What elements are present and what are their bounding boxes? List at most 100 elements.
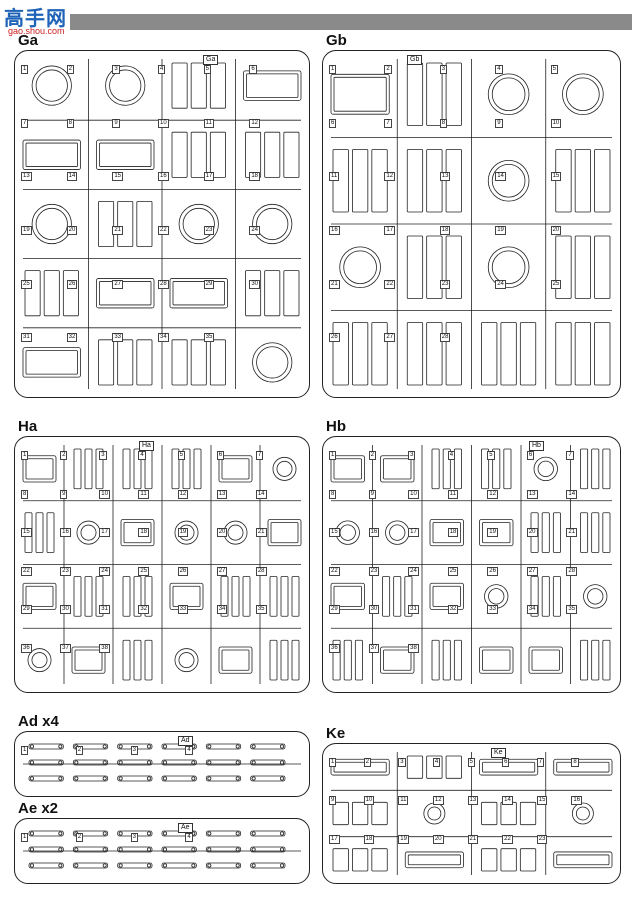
part-detail [256, 346, 289, 379]
track-link [72, 862, 109, 869]
part-number: 11 [447, 489, 458, 499]
part-number: 17 [329, 834, 340, 844]
sprue-drawing [22, 59, 302, 389]
part-outline [231, 576, 240, 617]
part-outline [31, 203, 72, 245]
part-detail [333, 585, 362, 607]
part-number: 9 [112, 118, 120, 128]
part-detail [31, 652, 48, 669]
track-link [117, 862, 153, 869]
part-number: 11 [138, 489, 149, 499]
track-pin [207, 863, 212, 868]
part-detail [99, 142, 152, 167]
track-pin [235, 744, 240, 749]
part-number: 20 [550, 226, 562, 235]
part-number: 26 [66, 279, 78, 289]
part-outline [555, 322, 572, 386]
part-detail [25, 142, 78, 167]
part-detail [587, 588, 604, 605]
part-number: 3 [130, 833, 138, 842]
part-number: 14 [495, 172, 506, 182]
track-pin [58, 847, 63, 852]
part-outline [380, 646, 415, 674]
part-detail [270, 522, 299, 544]
part-detail [221, 649, 250, 671]
part-number: 6 [216, 451, 225, 460]
part-number: 27 [526, 566, 538, 576]
part-number: 20 [66, 226, 78, 235]
part-number: 34 [216, 605, 228, 614]
track-link [72, 759, 109, 766]
part-detail [99, 281, 152, 306]
part-detail [537, 460, 554, 477]
part-number: 14 [255, 489, 267, 499]
part-number: 6 [502, 758, 510, 767]
part-number: 3 [112, 65, 120, 74]
part-number: 2 [66, 65, 74, 74]
part-outline [46, 512, 55, 553]
part-detail [333, 761, 387, 773]
part-number: 4 [158, 65, 166, 74]
part-number: 2 [75, 833, 84, 842]
part-outline [371, 848, 388, 872]
sprue-drawing [330, 59, 612, 389]
part-outline [602, 512, 611, 553]
track-pin [162, 760, 167, 765]
part-detail [432, 585, 461, 607]
part-outline [406, 235, 424, 299]
track-pin [118, 831, 123, 836]
part-number: 4 [495, 65, 503, 74]
part-number: 8 [66, 118, 74, 128]
sprue-drawing [22, 445, 302, 684]
sprue-tag-ga: Ga [203, 55, 219, 65]
part-outline [220, 576, 229, 617]
part-outline [591, 639, 600, 681]
part-outline [27, 648, 52, 673]
part-number: 35 [566, 605, 578, 614]
part-number: 22 [329, 566, 340, 576]
part-number: 37 [368, 643, 380, 653]
track-pin [251, 831, 256, 836]
part-number: 28 [158, 279, 169, 289]
part-number: 1 [21, 746, 29, 755]
part-outline [442, 639, 451, 681]
part-number: 9 [329, 796, 337, 806]
part-number: 22 [502, 834, 513, 844]
part-number: 4 [185, 833, 193, 842]
track-pin [251, 760, 256, 765]
part-number: 33 [487, 605, 498, 614]
part-outline [555, 235, 572, 299]
part-outline [442, 448, 451, 490]
part-number: 3 [408, 451, 416, 460]
part-outline [62, 270, 79, 317]
sprue-tag-ae: Ae [178, 823, 193, 833]
part-number: 6 [526, 451, 535, 460]
part-outline [283, 270, 300, 317]
part-outline [404, 851, 464, 869]
part-outline [406, 322, 424, 386]
part-outline [406, 149, 424, 213]
part-detail [575, 806, 590, 821]
track-pin [162, 776, 167, 781]
track-link [161, 846, 197, 853]
track-pin [102, 760, 107, 765]
part-outline [371, 801, 388, 826]
part-outline [269, 639, 278, 681]
part-outline [245, 270, 262, 317]
part-outline [431, 448, 440, 490]
part-number: 18 [138, 528, 150, 537]
track-pin [146, 776, 151, 781]
part-outline [96, 278, 155, 309]
part-outline [541, 512, 550, 553]
part-number: 36 [329, 643, 340, 653]
part-number: 3 [130, 746, 138, 755]
track-link [205, 830, 242, 837]
part-outline [330, 455, 365, 483]
part-detail [432, 522, 461, 544]
track-pin [207, 760, 212, 765]
track-pin [146, 847, 151, 852]
sprue-tag-ke: Ke [491, 748, 506, 758]
track-link [250, 846, 286, 853]
part-number: 21 [467, 834, 479, 844]
